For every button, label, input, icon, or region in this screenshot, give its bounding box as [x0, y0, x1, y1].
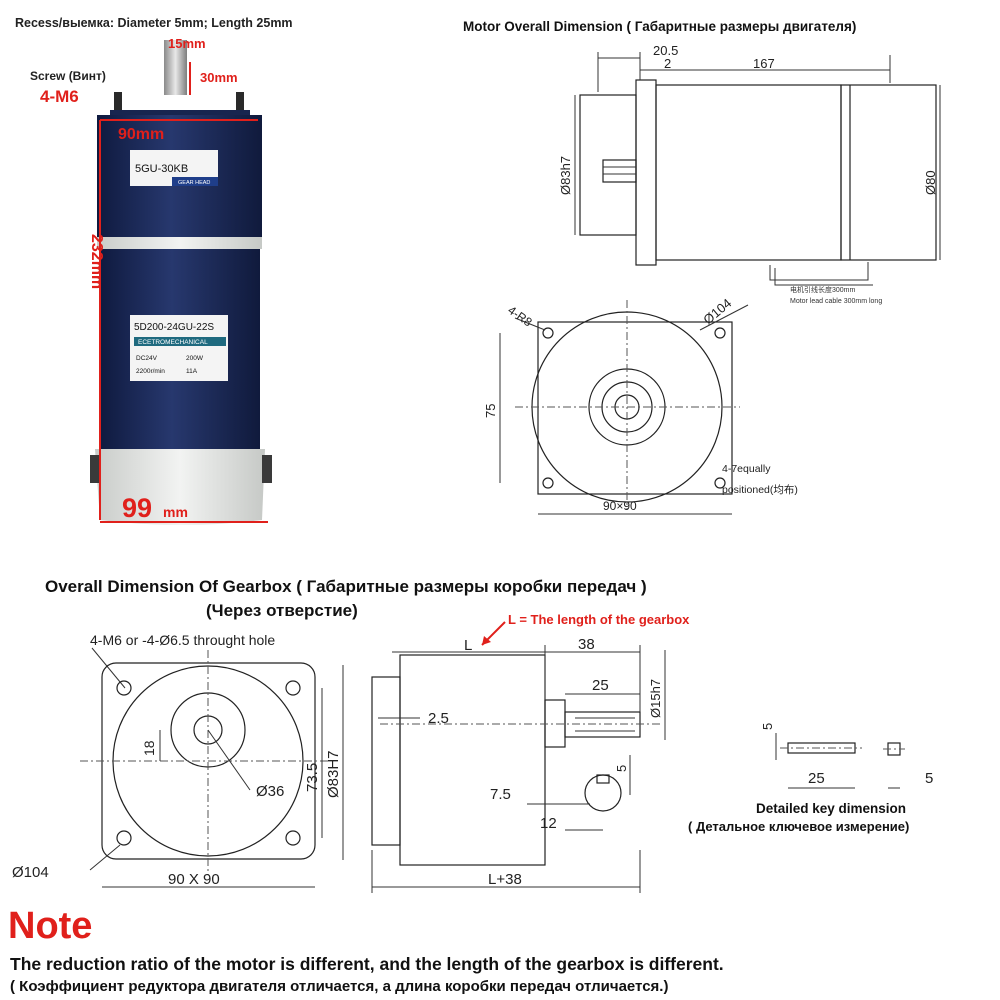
holes-line-2: positioned(均布) — [722, 484, 798, 496]
key-dim-25: 25 — [808, 770, 825, 787]
l-note: L = The length of the gearbox — [508, 612, 690, 627]
note-line-1: The reduction ratio of the motor is diff… — [10, 954, 724, 974]
key-dimension-drawing: 5 25 5 Detailed key dimension ( Детально… — [688, 723, 933, 834]
dim-73-5: 73.5 — [304, 763, 321, 792]
note-line-2: ( Коэффициент редуктора двигателя отлича… — [10, 978, 668, 995]
dim-36: Ø36 — [256, 783, 284, 800]
dim-12: 12 — [540, 815, 557, 832]
end-cap — [95, 449, 265, 525]
cable-en: Motor lead cable 300mm long — [790, 298, 882, 305]
key-subtitle: ( Детальное ключевое измерение) — [688, 819, 909, 834]
key-dim-5-left: 5 — [760, 723, 775, 730]
dim-90x90-motor: 90×90 — [603, 499, 637, 513]
motor-brand: ECETROMECHANICAL — [138, 339, 208, 346]
screw-label: Screw (Винт) — [30, 69, 106, 83]
shaft — [164, 40, 187, 95]
gearbox-subtitle: (Через отверстие) — [206, 601, 358, 620]
dim-83h7: Ø83h7 — [558, 156, 573, 195]
base-width-unit: mm — [163, 504, 188, 520]
note-section: Note The reduction ratio of the motor is… — [8, 905, 724, 995]
spec-speed: 2200r/min — [136, 368, 165, 375]
dim-25-gear: 25 — [592, 677, 609, 694]
motor-dim-title: Motor Overall Dimension ( Габаритные раз… — [463, 19, 856, 34]
height-label: 232mm — [88, 234, 105, 289]
key-title: Detailed key dimension — [756, 801, 906, 816]
end-screw-right — [262, 455, 272, 483]
recess-label: Recess/выемка: Diameter 5mm; Length 25mm — [15, 16, 293, 30]
base-width-number: 99 — [122, 493, 152, 523]
dim-L-38: L+38 — [488, 871, 522, 888]
screw-left — [114, 92, 122, 118]
gearbox-title: Overall Dimension Of Gearbox ( Габаритны… — [45, 577, 647, 596]
screw-right — [236, 92, 244, 118]
dim-5-gear: 5 — [614, 765, 629, 772]
note-heading: Note — [8, 905, 92, 947]
gearbox-dimension-drawing: Overall Dimension Of Gearbox ( Габаритны… — [12, 577, 690, 893]
dim-2-5: 2.5 — [428, 710, 449, 727]
dim-20-5: 20.5 — [653, 43, 678, 58]
motor-label-sticker — [130, 315, 228, 381]
gear-model: 5GU-30KB — [135, 163, 188, 175]
holes-note: 4-M6 or -4-Ø6.5 throught hole — [90, 632, 275, 648]
motor-dimension-drawing: Motor Overall Dimension ( Габаритные раз… — [463, 19, 941, 515]
dim-90x90-gear: 90 X 90 — [168, 871, 220, 888]
dim-18: 18 — [141, 740, 157, 756]
dim-167: 167 — [753, 56, 775, 71]
screw-size: 4-M6 — [40, 87, 79, 106]
dim-38: 38 — [578, 636, 595, 653]
dim-7-5: 7.5 — [490, 786, 511, 803]
motor-photo: Recess/выемка: Diameter 5mm; Length 25mm… — [15, 16, 293, 525]
gear-head-text: GEAR HEAD — [178, 180, 210, 186]
width-label: 90mm — [118, 126, 164, 143]
shaft-diameter: 15mm — [168, 36, 206, 51]
dim-15h7: Ø15h7 — [648, 679, 663, 718]
holes-line-1: 4-7equally — [722, 463, 771, 475]
dim-83H7: Ø83H7 — [325, 750, 342, 798]
dim-L: L — [464, 637, 472, 654]
dim-80: Ø80 — [923, 170, 938, 195]
spec-current: 11A — [186, 368, 198, 375]
cable-cn: 电机引线长度300mm — [790, 285, 856, 294]
key-dim-5-right: 5 — [925, 770, 933, 787]
dim-104-gear: Ø104 — [12, 864, 49, 881]
mid-flange — [97, 237, 262, 249]
dim-4-r8: 4-R8 — [505, 303, 535, 330]
end-screw-left — [90, 455, 100, 483]
dim-2: 2 — [664, 56, 671, 71]
spec-voltage: DC24V — [136, 355, 158, 362]
spec-power: 200W — [186, 355, 204, 362]
motor-model: 5D200-24GU-22S — [134, 322, 214, 333]
dim-75: 75 — [483, 404, 498, 418]
shaft-length: 30mm — [200, 70, 238, 85]
